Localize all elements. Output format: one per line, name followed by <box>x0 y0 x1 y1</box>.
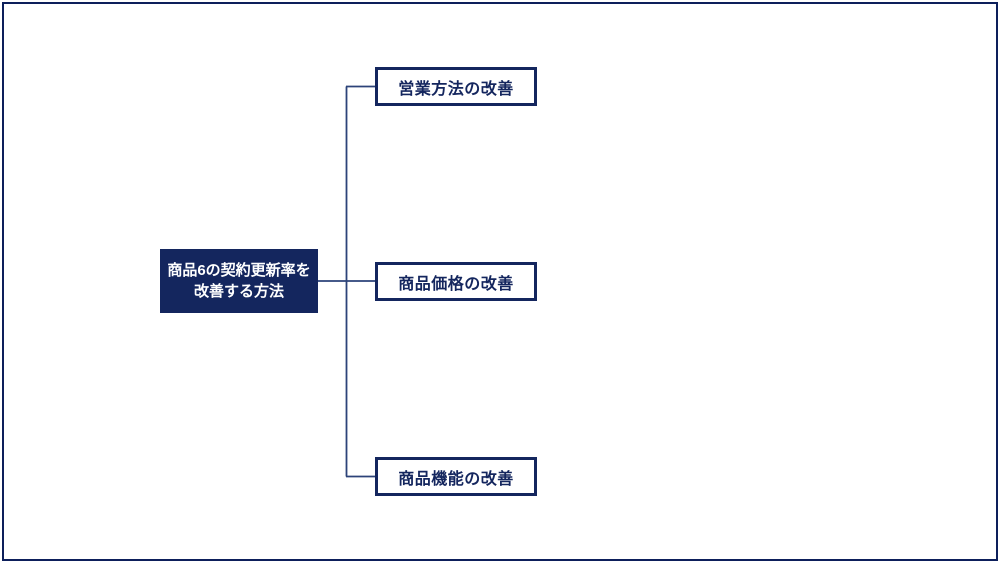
child-node-product-function[interactable]: 商品機能の改善 <box>375 457 537 496</box>
child-node-label: 営業方法の改善 <box>398 80 514 98</box>
child-node-label: 商品機能の改善 <box>398 470 514 488</box>
child-node-product-price[interactable]: 商品価格の改善 <box>375 262 537 301</box>
child-node-sales-method[interactable]: 営業方法の改善 <box>375 67 537 106</box>
child-node-label: 商品価格の改善 <box>398 275 514 293</box>
root-node-label-line2: 改善する方法 <box>193 283 284 300</box>
root-node-label: 商品6の契約更新率を 改善する方法 <box>167 260 310 302</box>
root-node-label-line1: 商品6の契約更新率を <box>167 262 311 279</box>
root-node[interactable]: 商品6の契約更新率を 改善する方法 <box>160 249 318 313</box>
